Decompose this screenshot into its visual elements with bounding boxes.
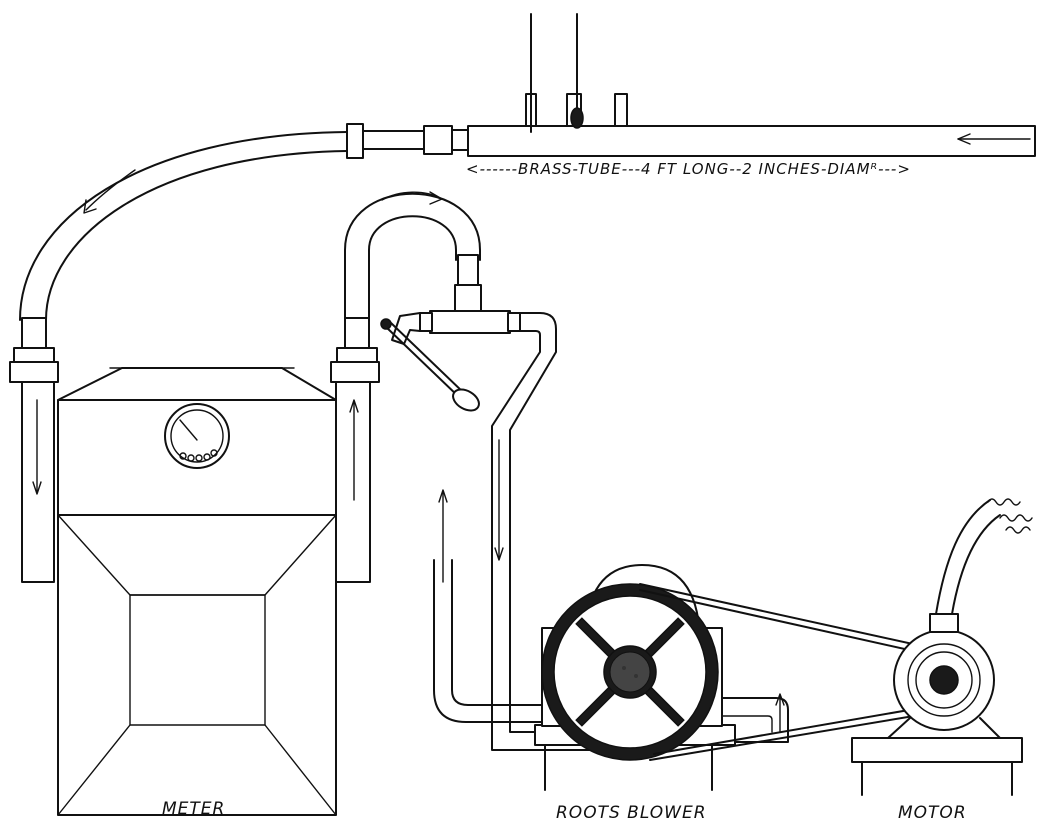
roots-blower: [534, 564, 736, 791]
valve-handle: [380, 318, 480, 412]
meter: [9, 317, 380, 816]
loop-pipe: [344, 191, 521, 345]
motor-label: MOTOR: [898, 803, 967, 823]
supply-pipe: [433, 312, 789, 751]
meter-label: METER: [162, 799, 225, 819]
brass-tube: [467, 13, 1036, 157]
drive-belt: [639, 583, 941, 761]
return-pipe-arc: [19, 123, 469, 321]
brass-tube-label: <------BRASS-TUBE---4 FT LONG--2 INCHES-…: [466, 160, 911, 178]
motor: [851, 498, 1033, 796]
roots-blower-label: ROOTS BLOWER: [556, 803, 707, 823]
